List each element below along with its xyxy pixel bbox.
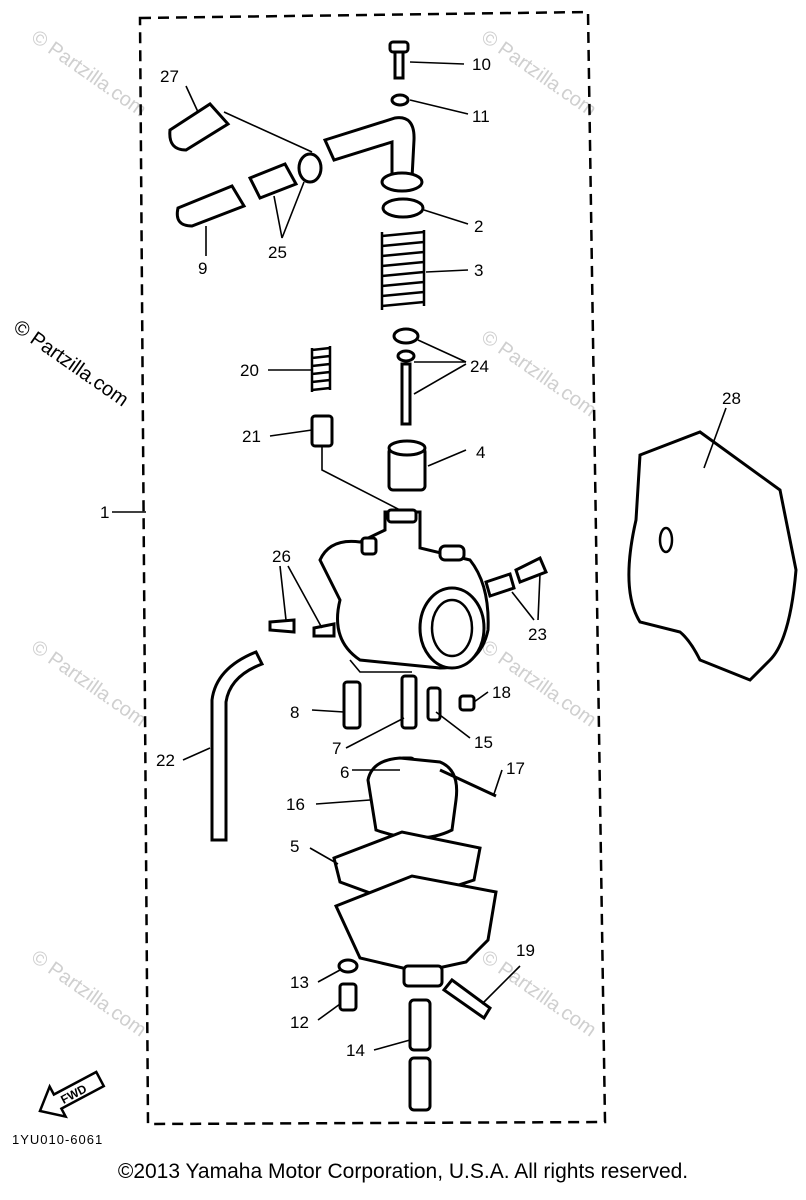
label-19: 19 xyxy=(516,941,535,960)
label-25: 25 xyxy=(268,243,287,262)
label-14: 14 xyxy=(346,1041,365,1060)
label-4: 4 xyxy=(476,443,485,462)
label-27: 27 xyxy=(160,67,179,86)
copyright-notice: ©2013 Yamaha Motor Corporation, U.S.A. A… xyxy=(117,1160,689,1183)
label-28: 28 xyxy=(722,389,741,408)
part-7-jet xyxy=(400,674,418,730)
watermark-text: © Partzilla.com xyxy=(27,946,150,1041)
fwd-arrow: FWD xyxy=(38,1070,106,1119)
part-4-throttle-valve xyxy=(387,439,427,492)
part-float-chamber xyxy=(333,874,498,988)
part-23-screw-and-spring xyxy=(484,555,548,598)
part-13-washer xyxy=(337,958,359,974)
label-22: 22 xyxy=(156,751,175,770)
label-7: 7 xyxy=(332,739,341,758)
label-12: 12 xyxy=(290,1013,309,1032)
label-15: 15 xyxy=(474,733,493,752)
part-25-boot-and-nut xyxy=(247,152,323,200)
part-carburetor-body xyxy=(318,508,490,670)
label-6: 6 xyxy=(340,763,349,782)
watermark-text: © Partzilla.com xyxy=(477,326,600,421)
label-21: 21 xyxy=(242,427,261,446)
part-12-screw xyxy=(338,982,358,1012)
part-28-hole xyxy=(658,526,674,554)
part-inlet-elbow xyxy=(322,116,424,193)
label-1: 1 xyxy=(100,503,109,522)
part-14-drain-hose xyxy=(408,998,432,1112)
part-27-cap xyxy=(168,102,231,152)
part-labels: 10 11 2 3 24 4 27 25 9 20 21 1 26 23 18 … xyxy=(100,55,741,1060)
part-10-screw xyxy=(388,40,410,80)
label-9: 9 xyxy=(198,259,207,278)
label-20: 20 xyxy=(240,361,259,380)
label-23: 23 xyxy=(528,625,547,644)
watermark-text: © Partzilla.com xyxy=(27,636,150,731)
label-5: 5 xyxy=(290,837,299,856)
part-18-plug xyxy=(458,694,476,712)
leader-lines xyxy=(112,61,727,1051)
figure-code: 1YU010-6061 xyxy=(12,1132,104,1147)
label-10: 10 xyxy=(472,55,491,74)
label-26: 26 xyxy=(272,547,291,566)
part-19-drain-screw xyxy=(441,977,492,1021)
label-24: 24 xyxy=(470,357,489,376)
label-3: 3 xyxy=(474,261,483,280)
label-17: 17 xyxy=(506,759,525,778)
watermark-text: © Partzilla.com xyxy=(27,26,150,121)
part-2-gasket xyxy=(381,197,425,219)
label-18: 18 xyxy=(492,683,511,702)
label-16: 16 xyxy=(286,795,305,814)
part-15-jet xyxy=(426,686,442,722)
part-28-heat-shield xyxy=(627,430,798,682)
part-3-spring xyxy=(380,230,426,310)
part-22-hose xyxy=(210,650,265,842)
part-20-spring xyxy=(310,346,332,392)
part-24-needle-and-clip xyxy=(392,327,420,426)
watermark-text: © Partzilla.com xyxy=(477,946,600,1041)
part-21-screw xyxy=(310,414,334,448)
part-8-jet xyxy=(342,680,362,730)
part-11-washer xyxy=(390,93,410,107)
label-2: 2 xyxy=(474,217,483,236)
watermark-text: © Partzilla.com xyxy=(477,26,600,121)
assembly-boundary xyxy=(138,10,607,1126)
part-9-cap xyxy=(175,184,247,228)
part-26-screws xyxy=(268,618,336,638)
label-13: 13 xyxy=(290,973,309,992)
label-8: 8 xyxy=(290,703,299,722)
label-11: 11 xyxy=(472,107,490,126)
part-17-pin xyxy=(439,768,497,798)
